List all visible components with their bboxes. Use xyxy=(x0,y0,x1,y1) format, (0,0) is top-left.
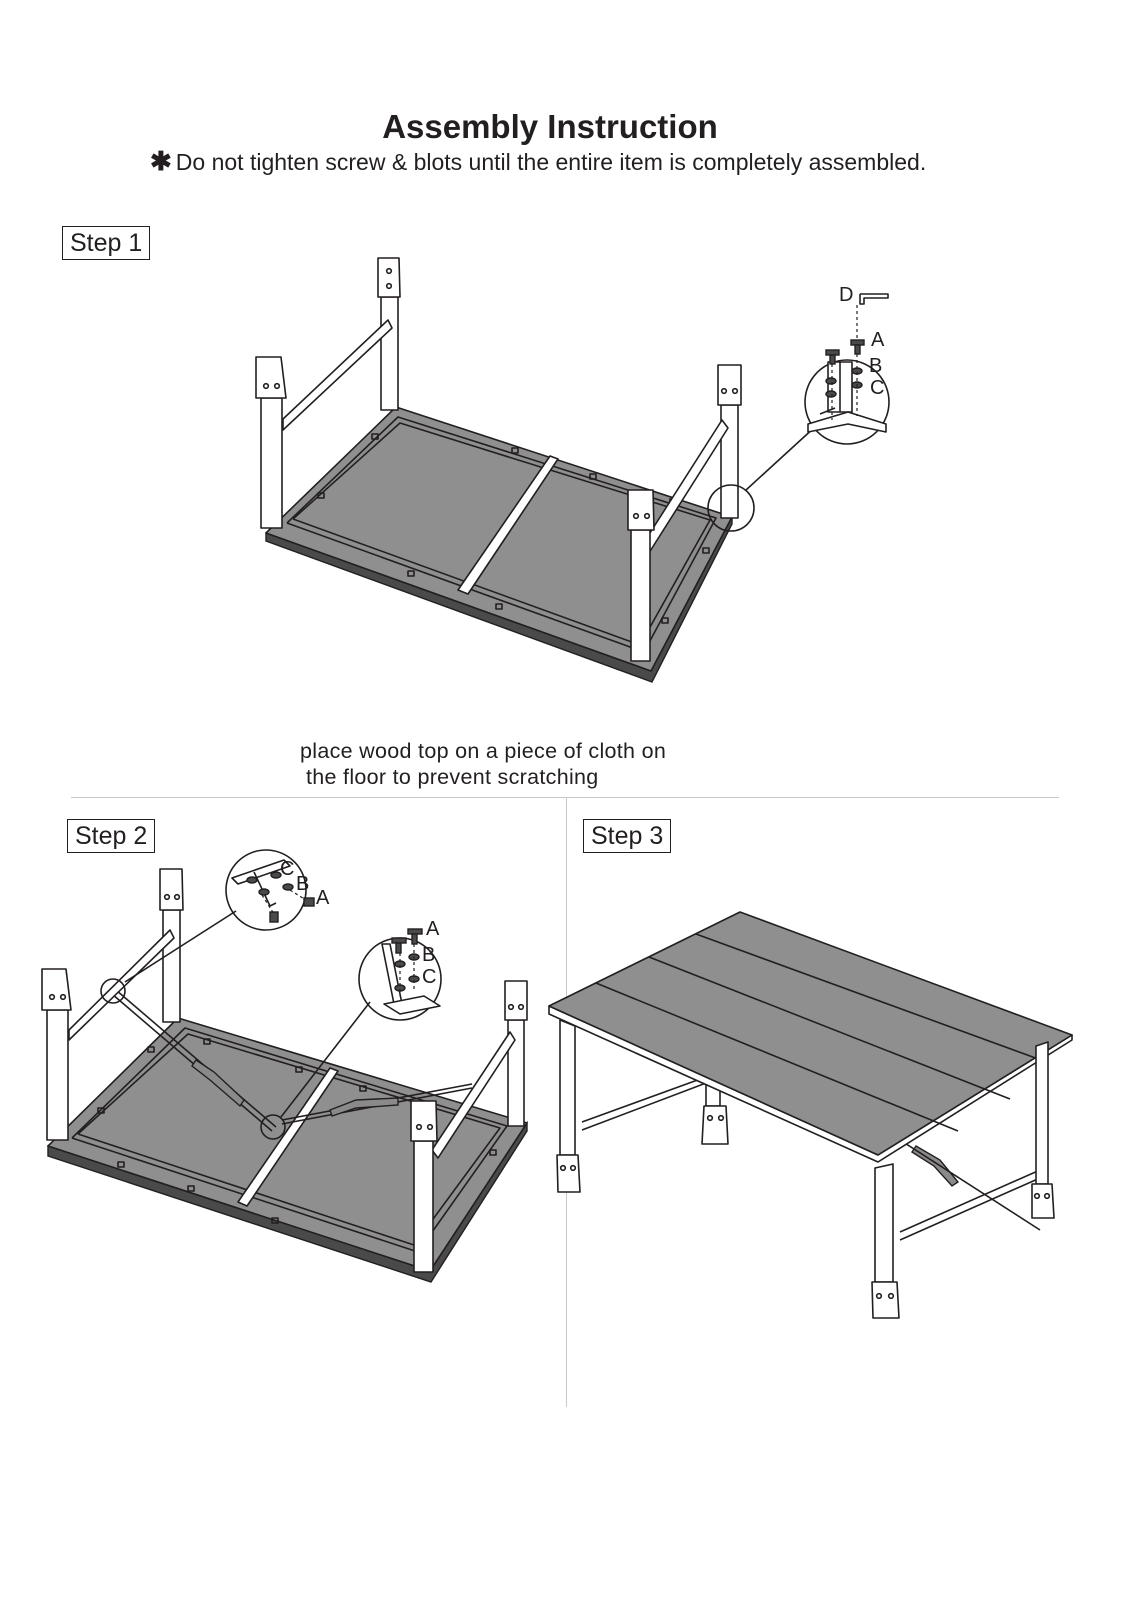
part-label-d: D xyxy=(839,284,853,306)
leg-back-left xyxy=(701,1084,729,1145)
part-label-b: B xyxy=(422,944,435,966)
note-text: Do not tighten screw & blots until the e… xyxy=(175,149,927,175)
page-title: Assembly Instruction xyxy=(382,108,718,145)
tabletop-surface xyxy=(548,911,1073,1156)
plank-groove-1 xyxy=(595,982,959,1132)
stretcher-right xyxy=(431,1031,516,1159)
part-label-b: B xyxy=(869,355,882,377)
step-1-illustration: D A B C xyxy=(255,257,890,683)
part-label-a: A xyxy=(871,329,885,351)
part-label-c: C xyxy=(870,377,884,399)
step-2-left-zoom-detail: C B A xyxy=(225,849,330,931)
plank-groove-3 xyxy=(695,933,1042,1061)
leg-back-left xyxy=(377,257,401,411)
step-1-label: Step 1 xyxy=(62,226,151,260)
leg-front-left xyxy=(556,1019,581,1193)
step-1-caption-line-1: place wood top on a piece of cloth on xyxy=(300,739,667,763)
leg-front-center xyxy=(871,1163,900,1319)
step-1-caption-line-2: the floor to prevent scratching xyxy=(306,765,599,789)
step-2-right-zoom-detail: A B C xyxy=(358,918,442,1021)
horizontal-divider xyxy=(71,797,1059,798)
leg-back-right xyxy=(1031,1041,1055,1219)
step-2-illustration: C B A A B C xyxy=(41,849,528,1283)
apron-frame-inner xyxy=(77,1033,501,1246)
part-label-a: A xyxy=(426,918,440,940)
stretcher-left xyxy=(68,929,175,1041)
part-label-a: A xyxy=(316,887,330,909)
center-support xyxy=(237,1067,339,1207)
leg-front-right xyxy=(410,1100,438,1273)
apron-frame-inner xyxy=(292,422,711,646)
left-callout-circle xyxy=(100,978,126,1004)
assembly-note: ✱Do not tighten screw & blots until the … xyxy=(150,146,926,177)
part-label-b: B xyxy=(296,873,309,895)
diagonal-braces xyxy=(111,989,473,1132)
step-2-label: Step 2 xyxy=(67,819,156,853)
apron-frame xyxy=(286,416,717,653)
plank-groove-2 xyxy=(648,956,1011,1100)
leg-front-right xyxy=(627,489,655,662)
step-3-illustration xyxy=(548,911,1073,1319)
bracket-marks xyxy=(97,1038,497,1224)
leg-front-left xyxy=(41,968,72,1141)
asterisk-icon: ✱ xyxy=(150,146,172,176)
leg-front-left xyxy=(255,356,287,529)
stretcher-left xyxy=(282,319,393,431)
part-label-c: C xyxy=(280,858,294,880)
stretcher-back xyxy=(581,1079,715,1131)
step-1-zoom-detail: D A B C xyxy=(804,284,890,445)
leg-back-right xyxy=(504,980,528,1127)
step-3-label: Step 3 xyxy=(583,819,672,853)
part-label-c: C xyxy=(422,966,436,988)
center-support xyxy=(457,455,559,595)
leg-back-right xyxy=(717,364,742,519)
center-callout-circle xyxy=(260,1114,286,1140)
apron-frame xyxy=(71,1027,508,1253)
detail-callout-circle xyxy=(707,484,755,532)
